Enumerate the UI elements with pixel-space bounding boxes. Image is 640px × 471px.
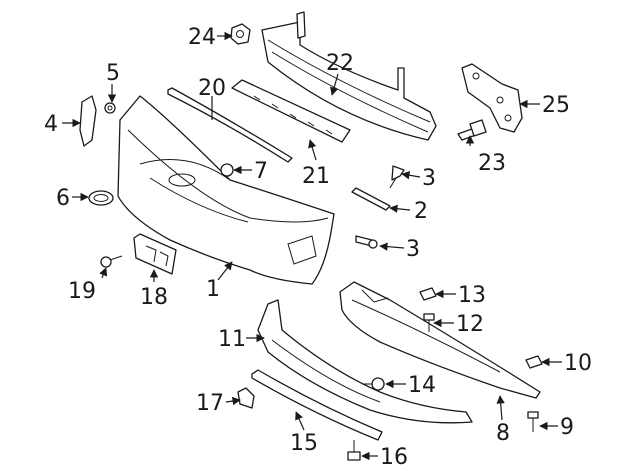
bolt-part-14 xyxy=(362,377,385,391)
reinforcement-beam-part-22 xyxy=(261,11,437,141)
lower-spoiler-part-11 xyxy=(257,299,473,424)
callout-17: 17 xyxy=(196,391,224,416)
callout-1: 1 xyxy=(206,277,220,302)
callout-8: 8 xyxy=(496,421,510,446)
callout-23: 23 xyxy=(478,151,506,176)
clip-part-7 xyxy=(220,163,234,177)
push-pin-part-3b xyxy=(355,235,378,249)
lower-trim-part-15 xyxy=(251,369,383,441)
callout-15: 15 xyxy=(290,431,318,456)
callout-2: 2 xyxy=(414,199,428,224)
bolt-part-23 xyxy=(457,119,487,141)
bracket-part-25 xyxy=(461,63,523,133)
nut-part-24 xyxy=(230,23,251,45)
grommet-part-6 xyxy=(88,190,114,206)
callout-10: 10 xyxy=(564,351,592,376)
callout-11: 11 xyxy=(218,327,246,352)
callout-12: 12 xyxy=(456,312,484,337)
small-bracket-part-17 xyxy=(237,387,255,409)
bumper-cover-part-1 xyxy=(117,95,335,285)
push-pin-part-3a xyxy=(389,165,405,189)
callout-5: 5 xyxy=(106,61,120,86)
callout-3b: 3 xyxy=(406,237,420,262)
callout-25: 25 xyxy=(542,93,570,118)
callout-24: 24 xyxy=(188,25,216,50)
callout-7: 7 xyxy=(254,159,268,184)
screw-part-5 xyxy=(104,102,116,114)
callout-20: 20 xyxy=(198,76,226,101)
callout-22: 22 xyxy=(326,51,354,76)
molding-strip-part-20 xyxy=(167,87,293,163)
strip-part-2 xyxy=(351,187,391,211)
leader-lines xyxy=(62,31,562,461)
callout-3a: 3 xyxy=(422,166,436,191)
callout-21: 21 xyxy=(302,164,330,189)
callout-labels: 24 5 4 6 7 20 21 22 25 23 3 2 3 1 18 19 … xyxy=(44,25,592,470)
plate-bracket-part-18 xyxy=(133,233,177,275)
lower-deflector-part-8 xyxy=(339,281,541,399)
grille-bracket-part-21 xyxy=(231,79,351,143)
callout-9: 9 xyxy=(560,415,574,440)
callout-6: 6 xyxy=(56,186,70,211)
clip-part-10 xyxy=(525,355,543,369)
bolt-part-19 xyxy=(100,255,123,268)
callout-14: 14 xyxy=(408,373,436,398)
clip-part-13 xyxy=(419,287,437,301)
callout-19: 19 xyxy=(68,279,96,304)
side-bracket-part-4 xyxy=(79,95,97,147)
bolt-part-16 xyxy=(347,440,361,461)
callout-13: 13 xyxy=(458,283,486,308)
bolt-part-9 xyxy=(527,411,539,432)
callout-16: 16 xyxy=(380,445,408,470)
callout-4: 4 xyxy=(44,112,58,137)
callout-18: 18 xyxy=(140,285,168,310)
